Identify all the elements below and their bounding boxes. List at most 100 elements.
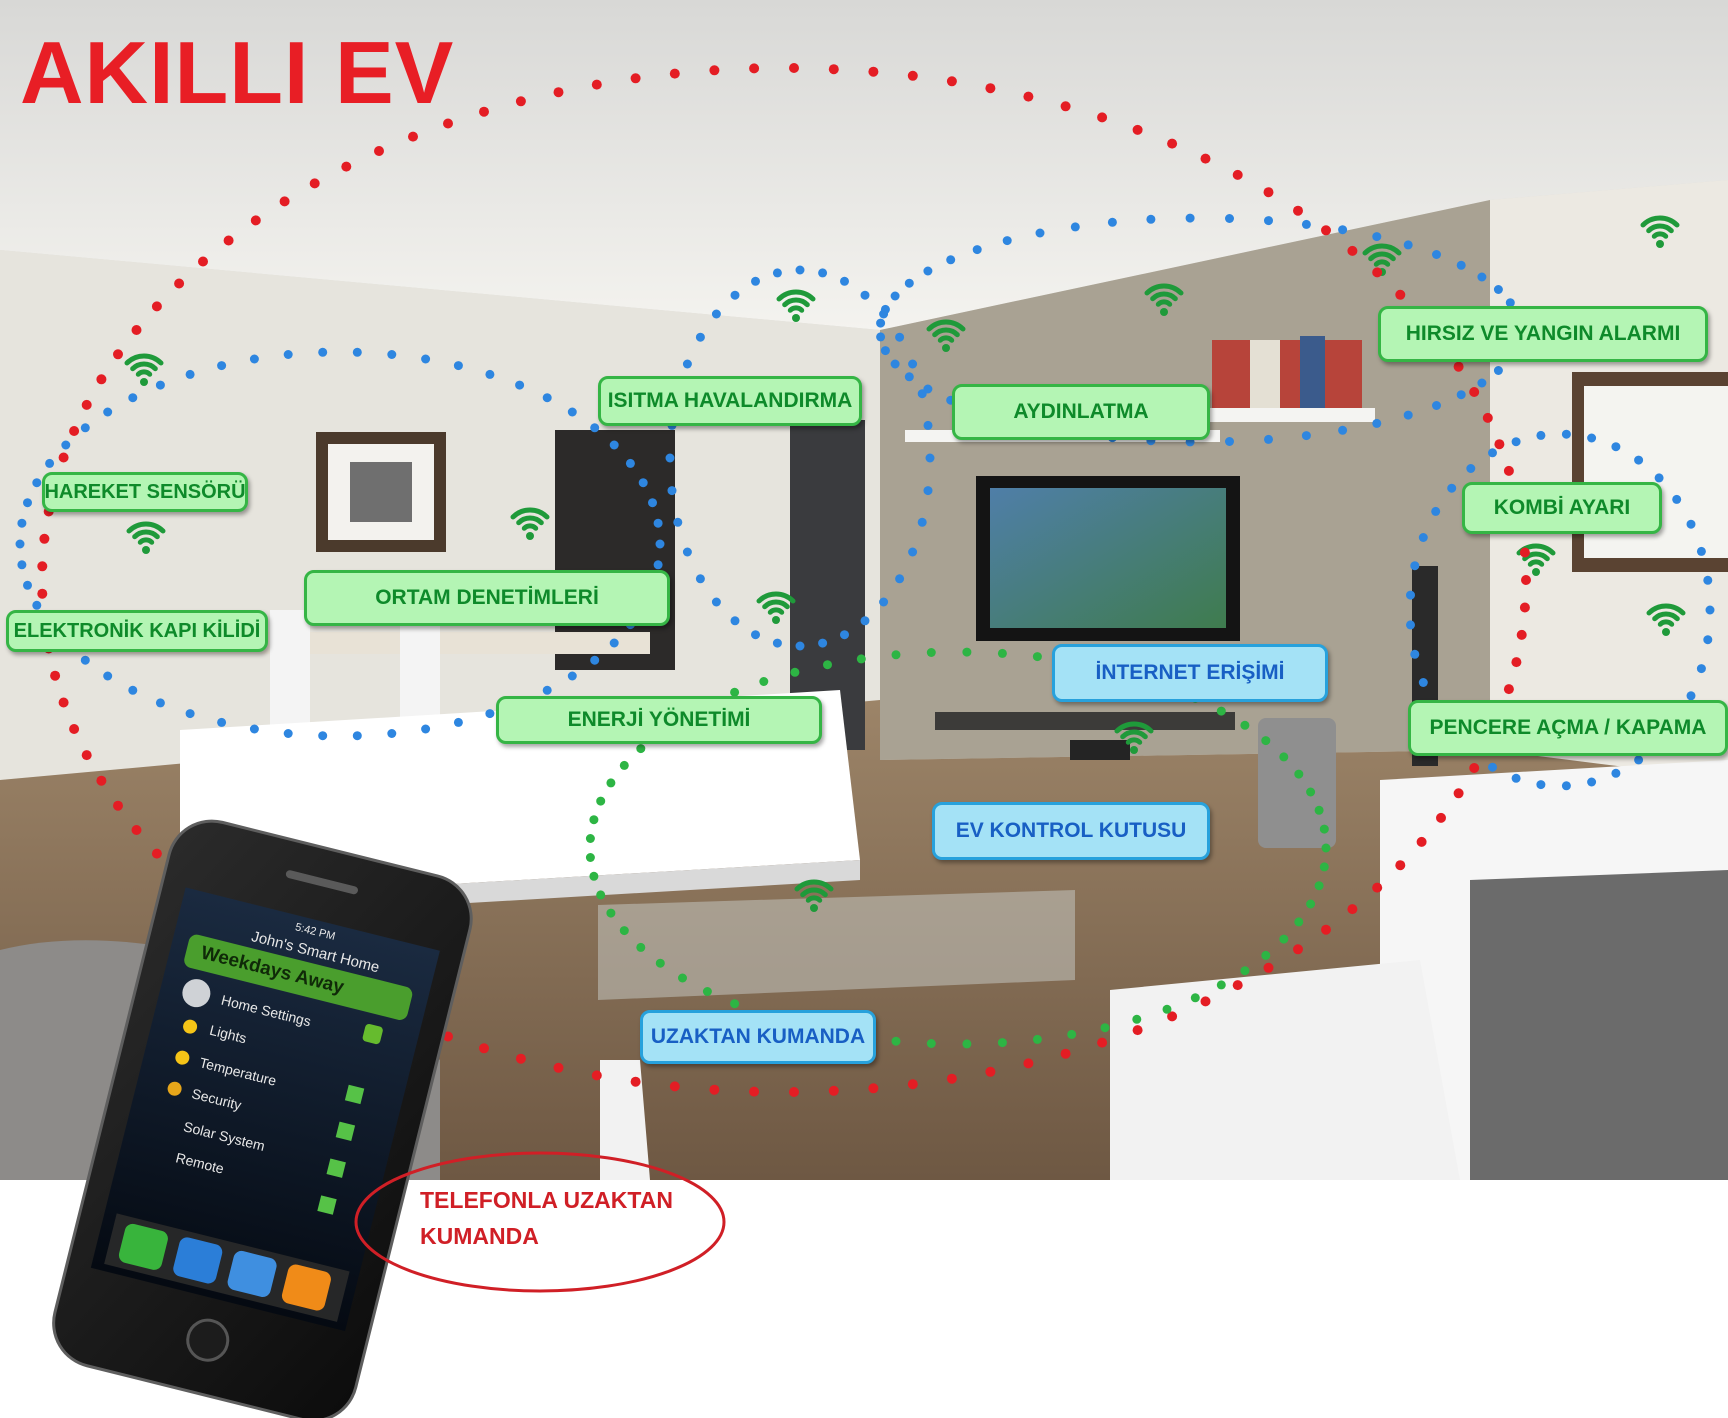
- phone-remote-note: TELEFONLA UZAKTAN KUMANDA: [420, 1182, 673, 1254]
- ring-dot: [904, 278, 914, 288]
- ring-dot: [730, 290, 740, 300]
- ring-dot: [1395, 860, 1406, 871]
- ring-dot: [695, 332, 705, 342]
- ring-dot: [619, 760, 629, 770]
- ring-dot: [1338, 425, 1348, 435]
- ring-dot: [1301, 431, 1311, 441]
- ring-dot: [421, 354, 431, 364]
- ring-dot: [542, 393, 552, 403]
- ring-dot: [1067, 1029, 1077, 1039]
- ring-dot: [695, 574, 705, 584]
- ring-dot: [711, 309, 721, 319]
- ring-dot: [1406, 590, 1415, 600]
- label-motion-sensor: HAREKET SENSÖRÜ: [42, 472, 248, 512]
- ring-dot: [1456, 390, 1466, 400]
- ring-dot: [250, 215, 261, 226]
- ring-dot: [1672, 494, 1682, 504]
- ring-dot: [946, 76, 957, 87]
- ring-dot: [795, 265, 805, 275]
- ring-dot: [1493, 366, 1503, 375]
- ring-dot: [907, 1079, 918, 1090]
- ring-dot: [606, 908, 616, 918]
- ring-dot: [131, 825, 142, 835]
- ring-dot: [702, 987, 712, 996]
- ring-dot: [1705, 605, 1715, 615]
- ring-dot: [1167, 1011, 1178, 1022]
- ring-dot: [589, 871, 599, 881]
- wifi-icon: [1144, 283, 1184, 316]
- ring-dot: [678, 973, 687, 983]
- ring-dot: [591, 1070, 602, 1081]
- ring-dot: [1372, 882, 1383, 893]
- ring-dot: [1634, 455, 1644, 465]
- ring-dot: [15, 539, 25, 549]
- ring-dot: [39, 533, 50, 544]
- ring-dot: [818, 268, 828, 278]
- ring-dot: [1279, 752, 1289, 762]
- ring-dot: [1261, 736, 1271, 746]
- ring-dot: [69, 724, 80, 734]
- ring-dot: [609, 440, 619, 450]
- ring-dot: [23, 498, 32, 508]
- ring-dot: [1418, 533, 1428, 542]
- ring-dot: [908, 359, 918, 369]
- label-boiler: KOMBİ AYARI: [1462, 482, 1662, 534]
- label-control-box: EV KONTROL KUTUSU: [932, 802, 1210, 860]
- ring-dot: [759, 677, 769, 686]
- ring-dot: [682, 547, 692, 557]
- wifi-icon: [926, 319, 966, 352]
- ring-dot: [318, 347, 328, 357]
- ring-dot: [890, 359, 900, 369]
- ring-dot: [61, 440, 71, 450]
- ring-dot: [860, 616, 870, 626]
- label-internet: İNTERNET ERİŞİMİ: [1052, 644, 1328, 702]
- ring-dot: [1410, 561, 1420, 571]
- ring-dot: [1032, 652, 1042, 662]
- ring-dot: [1132, 124, 1143, 135]
- ring-dot: [1240, 720, 1250, 730]
- ring-dot: [1654, 473, 1664, 483]
- ring-dot: [730, 616, 740, 626]
- ring-dot: [443, 1031, 453, 1042]
- ring-dot: [1023, 1058, 1034, 1069]
- ring-dot: [606, 778, 616, 788]
- ring-dot: [374, 146, 384, 156]
- ring-dot: [636, 744, 646, 754]
- wifi-icon: [1362, 243, 1402, 276]
- ring-dot: [37, 561, 48, 572]
- ring-dot: [151, 301, 162, 312]
- ring-dot: [1279, 934, 1289, 944]
- ring-dot: [1132, 1025, 1143, 1036]
- ring-dot: [198, 256, 208, 267]
- ring-dot: [45, 458, 55, 468]
- ring-dot: [1431, 506, 1441, 516]
- ring-dot: [648, 498, 657, 508]
- ring-dot: [1505, 298, 1515, 308]
- ring-dot: [1511, 657, 1522, 668]
- ring-dot: [790, 667, 800, 677]
- ring-dot: [1314, 881, 1324, 891]
- wifi-icon: [1114, 721, 1154, 754]
- ring-dot: [638, 478, 648, 488]
- wifi-icon: [510, 507, 550, 540]
- ring-dot: [997, 1038, 1007, 1048]
- ring-dot: [1200, 996, 1211, 1007]
- ring-dot: [1263, 187, 1274, 198]
- ring-dot: [485, 369, 495, 379]
- ring-dot: [585, 834, 595, 843]
- ring-dot: [479, 1043, 489, 1054]
- ring-dot: [1587, 777, 1597, 787]
- ring-dot: [818, 638, 828, 648]
- ring-dot: [985, 1066, 996, 1077]
- ring-dot: [828, 64, 839, 75]
- ring-dot: [1561, 781, 1571, 791]
- ring-dot: [485, 709, 495, 719]
- ring-dot: [96, 775, 107, 786]
- ring-dot: [609, 638, 619, 648]
- ring-dot: [596, 890, 606, 900]
- ring-dot: [1338, 225, 1348, 235]
- ring-dot: [1347, 245, 1358, 256]
- ring-dot: [1436, 812, 1446, 823]
- ring-dot: [972, 245, 982, 255]
- ring-dot: [926, 1039, 936, 1048]
